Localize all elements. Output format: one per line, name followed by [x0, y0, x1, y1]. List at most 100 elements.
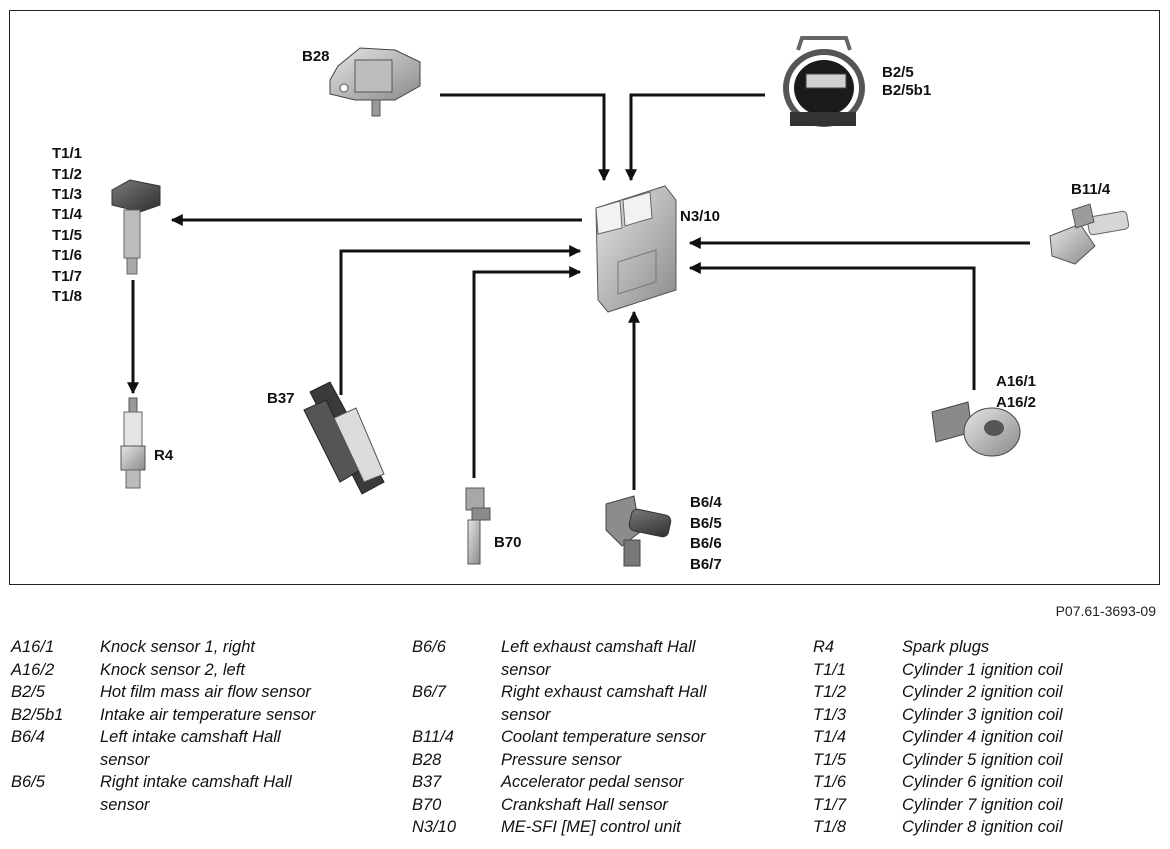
legend-text: Cylinder 4 ignition coil [902, 728, 1063, 746]
legend-item: B2/5b1 Intake air temperature sensor [11, 704, 391, 727]
legend-column-3: R4 Spark plugs T1/1 Cylinder 1 ignition … [813, 636, 1158, 839]
legend-item: B37 Accelerator pedal sensor [412, 771, 797, 794]
legend-key: B6/4 [11, 728, 45, 746]
legend-key: B6/5 [11, 773, 45, 791]
legend-key: T1/3 [813, 705, 847, 724]
legend-key: B11/4 [412, 728, 454, 746]
legend-item: A16/1 Knock sensor 1, right [11, 636, 391, 659]
legend-item: B11/4 Coolant temperature sensor [412, 726, 797, 749]
label-b70: B70 [494, 534, 522, 551]
label-t1-8: T1/8 [52, 288, 82, 305]
figure-code: P07.61-3693-09 [1055, 603, 1156, 619]
legend-text: Cylinder 6 ignition coil [902, 773, 1063, 791]
label-t1-2: T1/2 [52, 166, 82, 183]
legend-key: A16/1 [11, 638, 55, 656]
legend-text-line: Left intake camshaft Hall [100, 728, 281, 746]
legend-item: B2/5 Hot film mass air flow sensor [11, 681, 391, 704]
wire-b37-to-n310 [339, 245, 582, 395]
legend-key: N3/10 [412, 818, 457, 836]
label-b2-5: B2/5 [882, 64, 914, 81]
legend-key: T1/6 [813, 773, 847, 791]
legend-item: T1/2 Cylinder 2 ignition coil [813, 681, 1158, 704]
legend-item: B6/4 Left intake camshaft Hall sensor [11, 726, 391, 771]
legend-text: Cylinder 1 ignition coil [902, 660, 1063, 679]
label-b2-5b1: B2/5b1 [882, 82, 931, 99]
legend-item: T1/4 Cylinder 4 ignition coil [813, 726, 1158, 749]
legend-item: T1/5 Cylinder 5 ignition coil [813, 749, 1158, 772]
legend-text: Coolant temperature sensor [501, 728, 706, 746]
legend-text: Right intake camshaft Hall sensor [100, 771, 391, 816]
wire-b70-to-n310 [472, 266, 582, 478]
legend-item: B70 Crankshaft Hall sensor [412, 794, 797, 817]
ignition-coil-icon [111, 179, 161, 275]
legend-key: B28 [412, 750, 442, 769]
legend-key: T1/8 [813, 818, 847, 836]
legend-key: T1/7 [813, 795, 847, 814]
legend-key: B6/7 [412, 683, 446, 701]
legend-text: Pressure sensor [501, 750, 622, 769]
legend-item: T1/3 Cylinder 3 ignition coil [813, 704, 1158, 727]
legend-item: B28 Pressure sensor [412, 749, 797, 772]
legend-text: Knock sensor 1, right [100, 638, 255, 656]
legend-text: Hot film mass air flow sensor [100, 683, 311, 701]
label-r4: R4 [154, 447, 174, 464]
label-a16-1: A16/1 [996, 373, 1036, 390]
legend-text-line: sensor [501, 660, 551, 679]
legend-text: Cylinder 2 ignition coil [902, 683, 1063, 701]
legend-text: Cylinder 8 ignition coil [902, 818, 1063, 836]
pressure-sensor-icon [329, 47, 421, 117]
coolant-sensor-icon [1049, 203, 1130, 265]
legend-key: B70 [412, 795, 442, 814]
label-t1-3: T1/3 [52, 186, 82, 203]
spark-plug-icon [120, 397, 146, 489]
legend-text-line: Left exhaust camshaft Hall [501, 638, 696, 656]
label-t1-5: T1/5 [52, 227, 82, 244]
diagram-frame [9, 10, 1160, 585]
legend-key: B2/5b1 [11, 705, 64, 724]
legend-item: B6/6 Left exhaust camshaft Hall sensor [412, 636, 797, 681]
label-b28: B28 [302, 48, 330, 65]
legend-text: ME-SFI [ME] control unit [501, 818, 681, 836]
knock-sensor-icon [931, 401, 1021, 457]
legend-item: N3/10 ME-SFI [ME] control unit [412, 816, 797, 839]
label-t1-4: T1/4 [52, 206, 83, 223]
legend-item: A16/2 Knock sensor 2, left [11, 659, 391, 682]
legend-item: T1/7 Cylinder 7 ignition coil [813, 794, 1158, 817]
legend-key: B2/5 [11, 683, 45, 701]
legend-text: Cylinder 5 ignition coil [902, 750, 1063, 769]
legend-text: Right exhaust camshaft Hall sensor [501, 681, 797, 726]
legend-text: Intake air temperature sensor [100, 705, 316, 724]
legend-text-line: sensor [100, 750, 150, 769]
legend-key: T1/1 [813, 660, 847, 679]
legend-text: Cylinder 7 ignition coil [902, 795, 1063, 814]
legend-item: T1/6 Cylinder 6 ignition coil [813, 771, 1158, 794]
legend-text: Left intake camshaft Hall sensor [100, 726, 391, 771]
legend-text: Left exhaust camshaft Hall sensor [501, 636, 797, 681]
legend-item: T1/8 Cylinder 8 ignition coil [813, 816, 1158, 839]
legend-item: B6/5 Right intake camshaft Hall sensor [11, 771, 391, 816]
camshaft-sensor-icon [605, 495, 672, 567]
legend-key: T1/4 [813, 728, 847, 746]
label-b6-7: B6/7 [690, 556, 722, 573]
label-b6-4: B6/4 [690, 494, 722, 511]
label-n3-10: N3/10 [680, 208, 720, 225]
legend-text-line: Right exhaust camshaft Hall [501, 683, 707, 701]
wire-b25-to-n310 [625, 93, 765, 182]
label-t1-6: T1/6 [52, 247, 82, 264]
legend-text: Spark plugs [902, 638, 990, 656]
label-b11-4: B11/4 [1071, 181, 1111, 198]
legend-text-line: Right intake camshaft Hall [100, 773, 292, 791]
legend-key: B6/6 [412, 638, 446, 656]
label-b6-5: B6/5 [690, 515, 722, 532]
legend-key: T1/5 [813, 750, 847, 769]
legend-text: Knock sensor 2, left [100, 660, 245, 679]
legend-text: Crankshaft Hall sensor [501, 795, 668, 814]
legend-item: T1/1 Cylinder 1 ignition coil [813, 659, 1158, 682]
legend-text-line: sensor [501, 705, 551, 724]
label-b6-6: B6/6 [690, 535, 722, 552]
label-t1-7: T1/7 [52, 268, 82, 285]
label-b37: B37 [267, 390, 295, 407]
legend-column-1: A16/1 Knock sensor 1, right A16/2 Knock … [11, 636, 391, 816]
control-unit-icon [595, 185, 677, 313]
legend-key: T1/2 [813, 683, 847, 701]
